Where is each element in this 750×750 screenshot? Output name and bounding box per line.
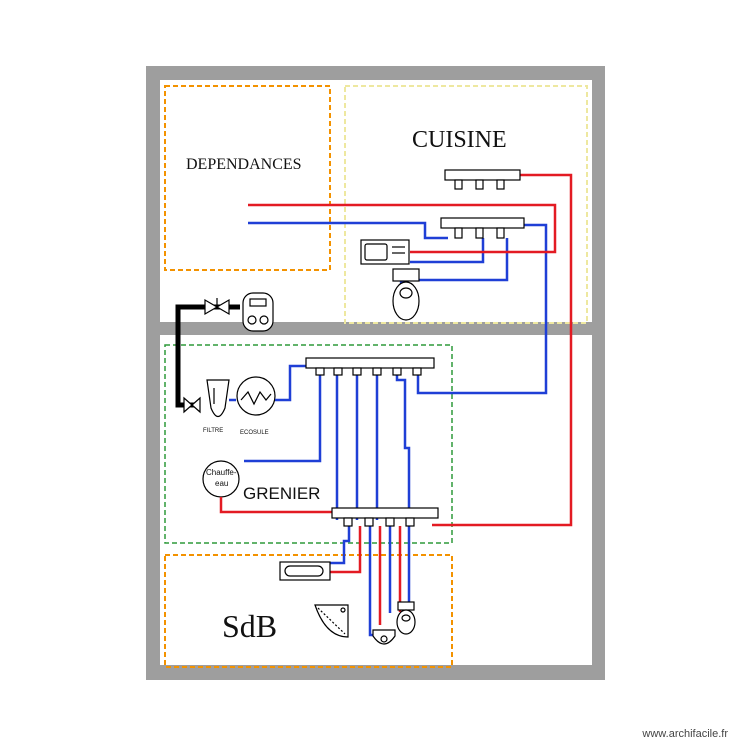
manifold-grenier-cold: [305, 357, 435, 376]
hot-water-pipes: [219, 173, 573, 625]
manifold-grenier-hot: [331, 507, 439, 527]
zone-cuisine: [344, 85, 588, 324]
bathtub-icon: [279, 561, 331, 581]
washbasin-icon: [372, 629, 396, 645]
shower-icon: [314, 604, 349, 638]
filter-icon: [206, 379, 230, 418]
toilet-icon: [392, 268, 420, 321]
watermark: www.archifacile.fr: [642, 728, 728, 740]
zone-grenier: [164, 344, 453, 544]
room-label-cuisine: CUISINE: [412, 127, 507, 153]
zones: [164, 85, 588, 668]
room-label-grenier: GRENIER: [243, 484, 320, 503]
softener-label: ECOSULE: [240, 430, 269, 436]
building-walls: [146, 66, 605, 680]
room-label-sdb: SdB: [222, 608, 277, 644]
sink-icon: [360, 239, 410, 265]
manifold-cuisine-bottom: [440, 217, 525, 239]
filter-label: FILTRE: [203, 428, 223, 434]
valve-icon: [183, 396, 201, 414]
water-softener-icon: [236, 376, 276, 416]
water-meter-icon: [242, 292, 274, 332]
manifold-cuisine-top: [444, 169, 521, 190]
cold-water-pipes: [229, 221, 548, 637]
upper-floor-area: [160, 80, 592, 322]
water-heater-label-line1: Chauffe-: [206, 468, 237, 477]
valve-icon: [204, 298, 230, 316]
room-label-dependances: DEPENDANCES: [186, 156, 302, 173]
water-heater-label-line2: eau: [215, 479, 228, 488]
bathroom-toilet-icon: [396, 601, 416, 635]
zone-dependances: [164, 85, 331, 271]
